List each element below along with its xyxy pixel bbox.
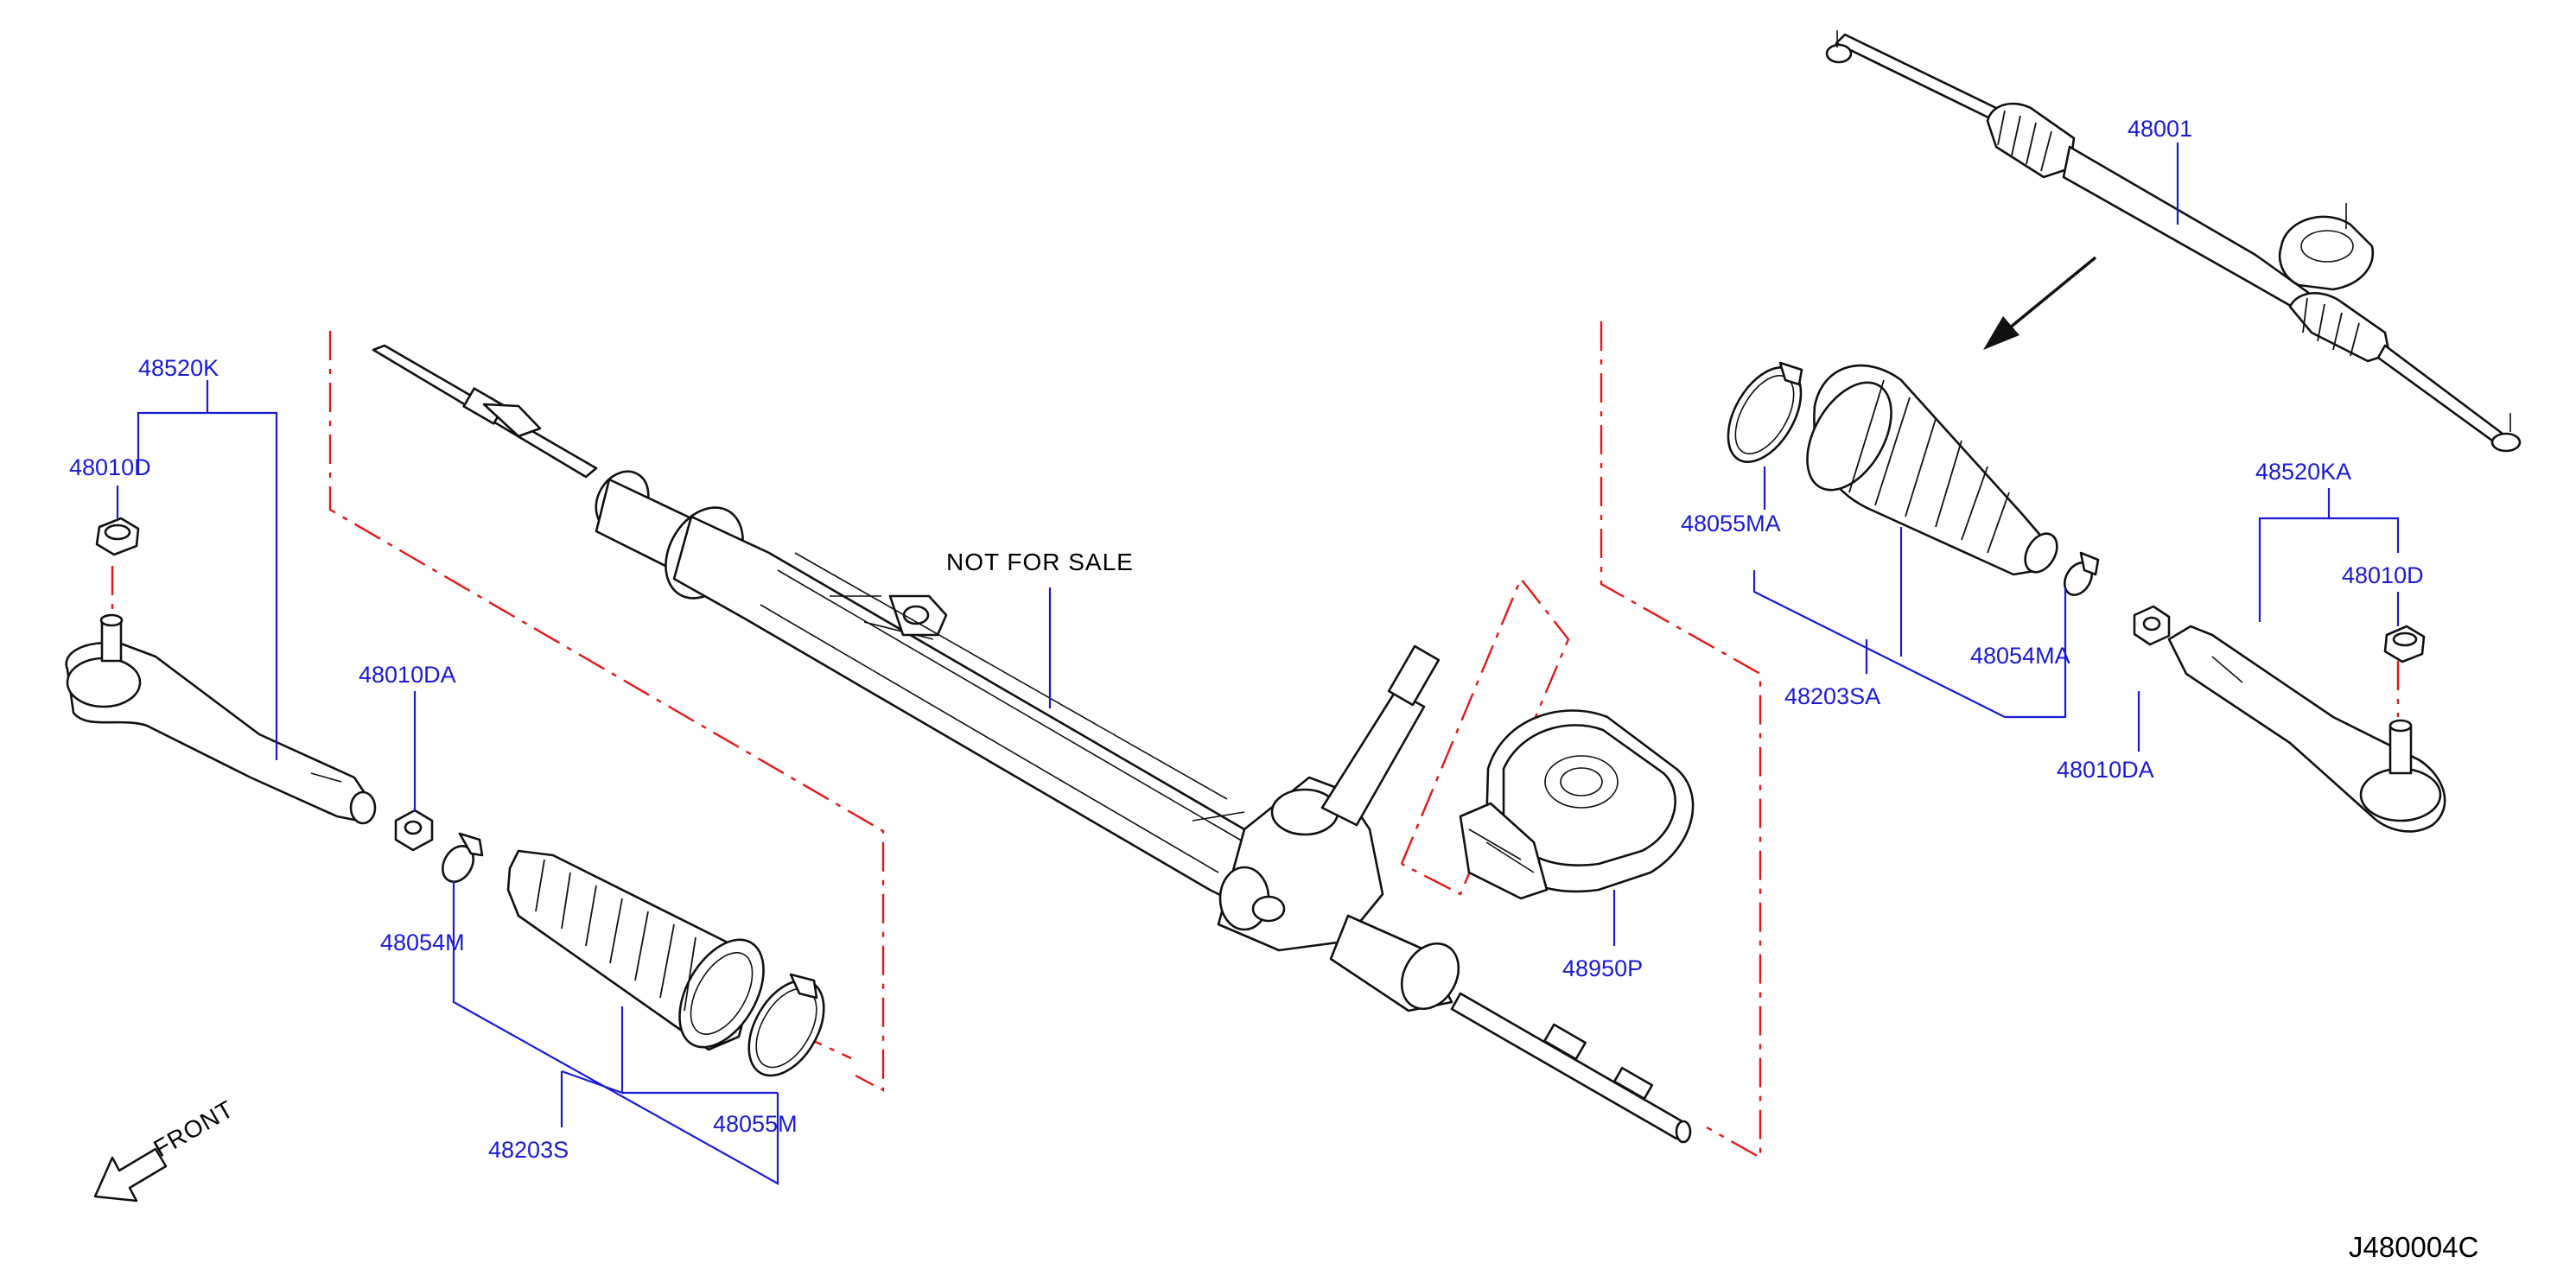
front-label: FRONT (149, 1095, 239, 1163)
phantom-line-right (1600, 321, 1762, 1160)
clamp-48055M (747, 973, 825, 1077)
label-48010D-right: 48010D (2342, 562, 2424, 588)
label-48203SA: 48203SA (1784, 683, 1880, 709)
label-48054MA: 48054MA (1970, 643, 2070, 669)
leader-lines (116, 143, 2400, 1185)
drawing-code: J480004C (2349, 1231, 2478, 1263)
label-48010D-left: 48010D (69, 454, 151, 480)
clamp-48054M (442, 832, 484, 883)
nut-48010DA-left (394, 809, 434, 852)
nut-48010D-left (95, 517, 140, 556)
tie-rod-end-right (2167, 625, 2446, 833)
label-48520KA: 48520KA (2255, 459, 2351, 485)
phantom-line-left (328, 331, 885, 1092)
boot-48203S (506, 849, 765, 1051)
label-48055M: 48055M (713, 1111, 798, 1137)
front-arrow-icon (93, 1147, 168, 1203)
label-48054M: 48054M (380, 930, 465, 955)
label-48520K: 48520K (138, 355, 219, 381)
overview-boot-left (1986, 102, 2076, 179)
label-48010DA-left: 48010DA (359, 662, 456, 688)
not-for-sale-label: NOT FOR SALE (946, 549, 1134, 575)
steering-rack (372, 344, 1692, 1144)
clamp-48054MA (2063, 551, 2100, 596)
label-48055MA: 48055MA (1681, 511, 1781, 536)
label-48010DA-right: 48010DA (2057, 757, 2154, 783)
seal-48950P (1459, 709, 1695, 900)
phantom-lines (111, 321, 2400, 1160)
label-48203S: 48203S (488, 1137, 569, 1163)
label-48001: 48001 (2128, 116, 2192, 142)
part-labels: NOT FOR SALE 48520K 48010D 48010DA 48054… (69, 116, 2478, 1263)
tie-rod-end-left (65, 613, 377, 825)
nut-48010DA-right (2133, 605, 2171, 646)
rack-housing-tube (672, 515, 1315, 926)
phantom-line-valve (1400, 576, 1570, 896)
clamp-48055MA (1727, 361, 1803, 463)
label-48950P: 48950P (1562, 955, 1643, 981)
rack-assembly-overview (1825, 30, 2522, 453)
front-arrow: FRONT (93, 1095, 239, 1203)
boot-48203SA (1806, 364, 2058, 576)
nut-48010D-right (2383, 625, 2426, 663)
overview-boot-right (2288, 292, 2391, 363)
pinion-shaft (1320, 689, 1426, 827)
